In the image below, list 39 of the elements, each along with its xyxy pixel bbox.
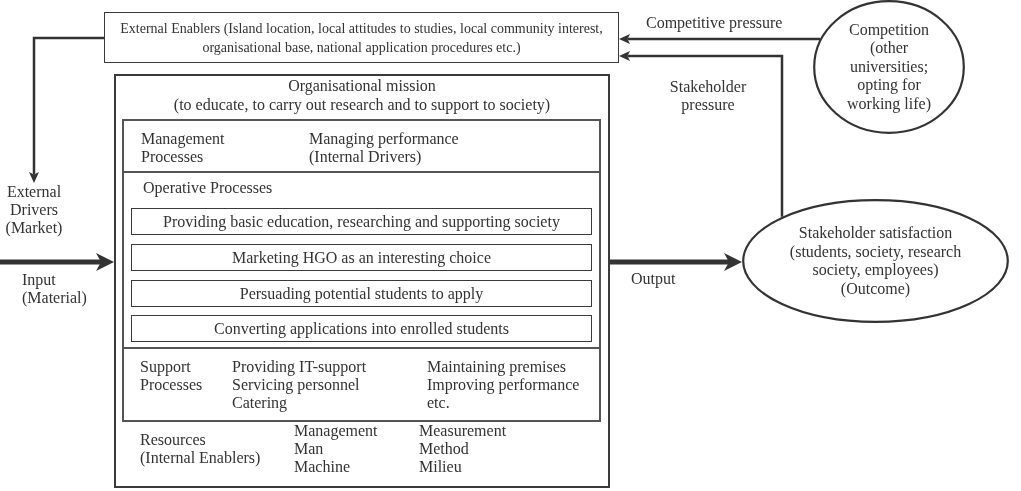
box-text: External Enablers (Island location, local attitudes to studies, local community interest, organisational base, national application procedures etc.) <box>119 19 604 57</box>
process-label: Persuading potential students to apply <box>239 284 484 303</box>
section-band <box>122 347 601 422</box>
outer-frame <box>114 74 610 488</box>
resource-heading: Resources <box>140 431 207 449</box>
circle-heading: Competition <box>849 20 929 40</box>
band-heading: Operative Processes <box>143 179 274 197</box>
process-label: Marketing HGO as an interesting choice <box>232 248 491 267</box>
circle-node <box>813 0 965 134</box>
driver-label: External Drivers (Market) <box>0 183 68 237</box>
text-box <box>104 12 619 63</box>
connector-arrow <box>619 34 820 44</box>
connector-arrow <box>0 253 114 271</box>
process-label: Providing basic education, researching and supporting society <box>163 212 560 231</box>
process-label: Converting applications into enrolled students <box>213 319 510 338</box>
band-text: Managing performance (Internal Drivers) <box>309 130 460 166</box>
frame-heading: Organisational mission <box>287 77 437 95</box>
connector-arrow <box>29 36 104 183</box>
resource-list: Management Man Machine <box>294 422 380 476</box>
band-heading: Management Processes <box>141 130 226 166</box>
process-box <box>131 244 592 271</box>
section-band <box>122 119 601 173</box>
band-heading: Support Processes <box>140 358 204 394</box>
connector-arrow <box>619 51 784 217</box>
list-text: Maintaining premises Improving performance etc. <box>427 358 581 412</box>
resource-subheading: (Internal Enablers) <box>140 449 262 467</box>
ellipse-heading: Stakeholder satisfaction <box>798 224 953 243</box>
section-band <box>122 171 601 349</box>
process-box <box>131 315 592 342</box>
process-box <box>131 208 592 235</box>
process-box <box>131 280 592 307</box>
ellipse-node <box>742 199 1009 323</box>
list-text: Providing IT-support Servicing personnel Catering <box>232 358 368 412</box>
ellipse-text: (students, society, research society, employees) <box>788 242 963 280</box>
circle-text: (other universities; opting for working life) <box>846 39 932 114</box>
ellipse-text: (Outcome) <box>840 279 911 298</box>
connector-arrow <box>610 253 742 271</box>
frame-subheading: (to educate, to carry out research and to support to society) <box>172 96 552 114</box>
resource-list: Measurement Method Milieu <box>419 422 511 476</box>
